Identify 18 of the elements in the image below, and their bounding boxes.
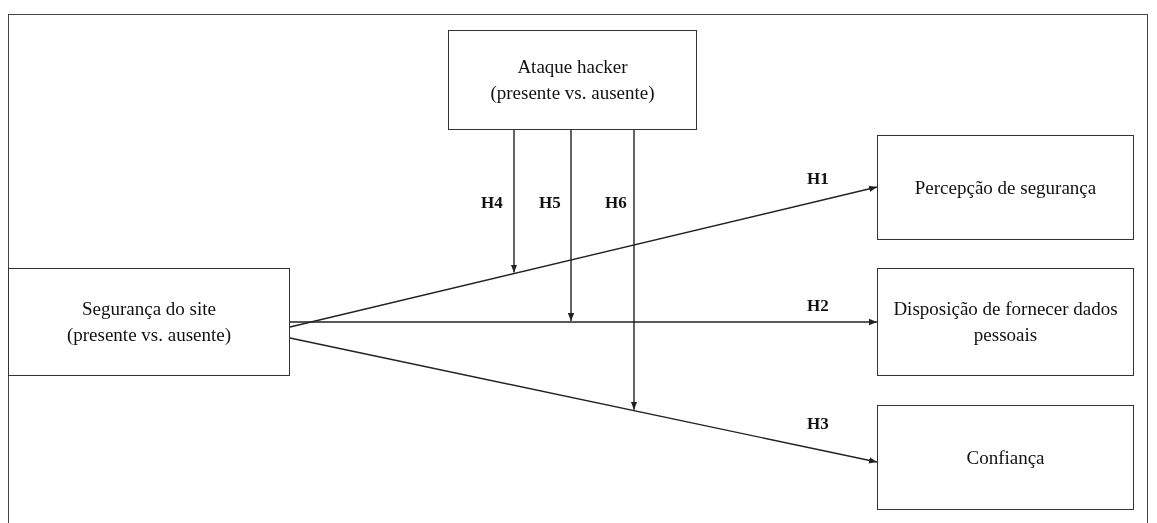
variable-box — [877, 135, 1134, 240]
variable-label: (presente vs. ausente) — [66, 323, 232, 347]
variable-box — [877, 405, 1134, 510]
variable-label: Confiança — [966, 445, 1045, 470]
variable-box — [877, 268, 1134, 376]
variable-box — [448, 30, 697, 130]
variable-label: (presente vs. ausente) — [490, 81, 655, 105]
arrow — [289, 318, 878, 326]
arrow — [630, 129, 638, 411]
variable-label: Ataque hacker — [517, 55, 628, 80]
variable-label: Disposição de fornecer dados pessoais — [892, 297, 1119, 347]
arrow — [510, 129, 518, 274]
arrow — [289, 337, 878, 464]
variable-label: Percepção de segurança — [914, 175, 1097, 200]
arrow — [289, 185, 878, 328]
arrow — [567, 129, 575, 322]
variable-box — [8, 268, 290, 376]
variable-label: Segurança do site — [82, 297, 216, 322]
